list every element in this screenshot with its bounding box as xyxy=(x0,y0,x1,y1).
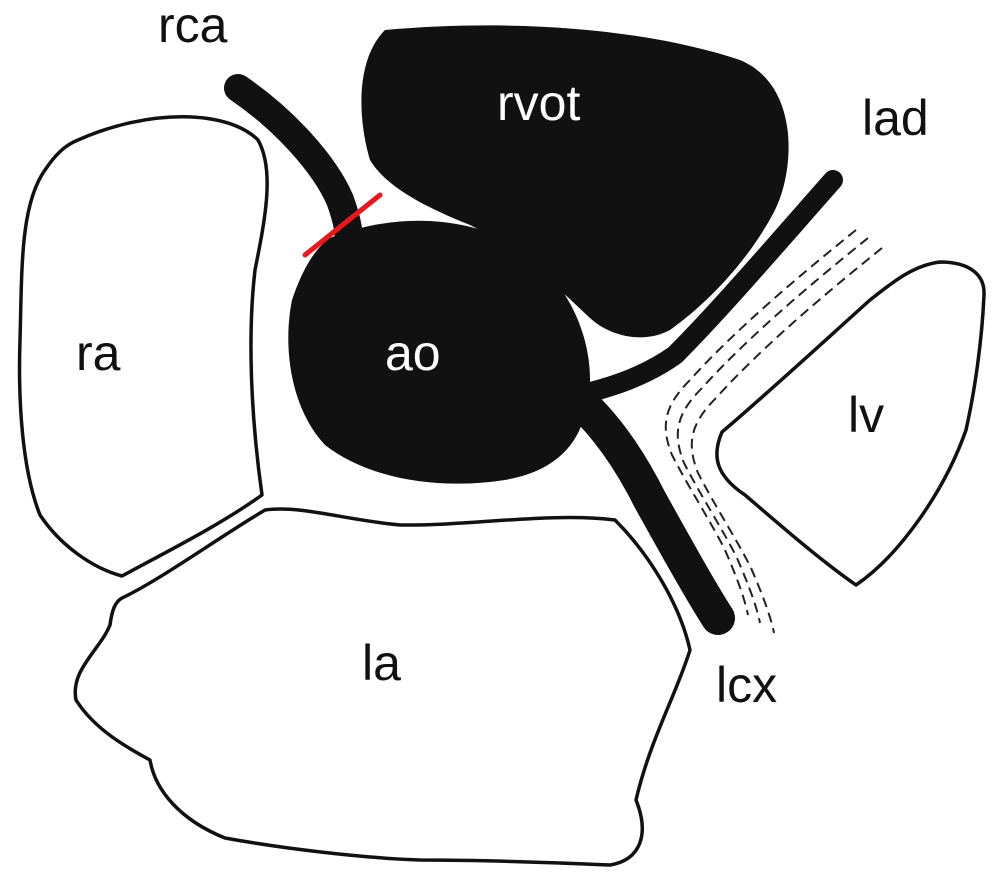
label-rca: rca xyxy=(158,0,228,53)
label-lv: lv xyxy=(848,387,884,443)
label-ra: ra xyxy=(76,325,121,381)
right-atrium-shape xyxy=(20,117,268,576)
label-lcx: lcx xyxy=(716,657,777,713)
label-lad: lad xyxy=(862,90,929,146)
label-ao: ao xyxy=(385,325,441,381)
label-la: la xyxy=(362,635,401,691)
label-rvot: rvot xyxy=(497,75,580,131)
